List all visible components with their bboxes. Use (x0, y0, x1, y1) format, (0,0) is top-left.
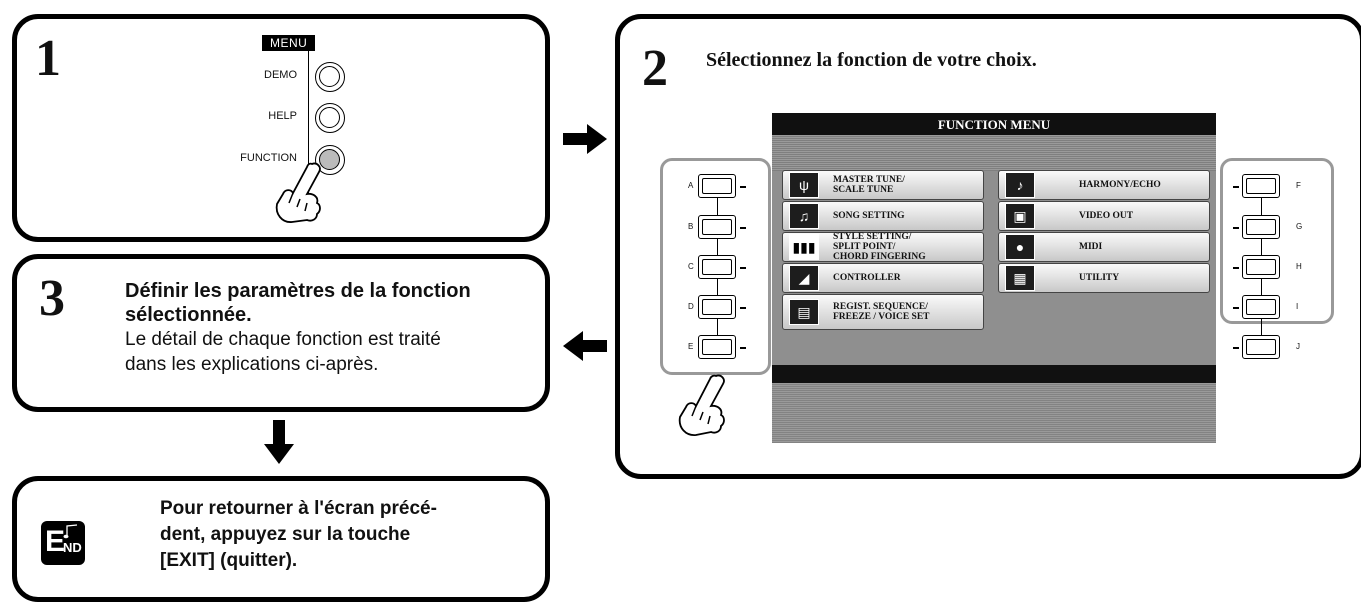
side-dash (740, 347, 746, 349)
end-text-line3: [EXIT] (quitter). (160, 550, 298, 571)
menu-item-label: MIDI (1079, 242, 1103, 252)
help-button[interactable] (315, 103, 345, 133)
monitor-icon: ▣ (1005, 203, 1035, 229)
document-icon: ▤ (789, 299, 819, 325)
side-button-f[interactable] (1242, 174, 1280, 198)
menu-item-label: MASTER TUNE/ SCALE TUNE (833, 175, 905, 195)
music-note-icon: ♪ (1005, 172, 1035, 198)
pointing-hand-icon (678, 374, 725, 436)
side-button-g[interactable] (1242, 215, 1280, 239)
screen-black-bar (772, 365, 1216, 383)
music-note-icon (63, 524, 78, 539)
side-button-e[interactable] (698, 335, 736, 359)
step3-title-line1: Définir les paramètres de la fonction (125, 280, 471, 302)
function-label: FUNCTION (240, 152, 297, 164)
side-button-h[interactable] (1242, 255, 1280, 279)
side-button-j[interactable] (1242, 335, 1280, 359)
left-button-group (660, 158, 771, 375)
pointing-hand-icon (275, 162, 321, 223)
side-letter-i: I (1296, 302, 1299, 311)
menu-item-song-setting[interactable]: ♫ SONG SETTING (782, 201, 984, 231)
right-button-group (1220, 158, 1334, 324)
side-letter-a: A (688, 181, 694, 190)
menu-item-video-out[interactable]: ▣ VIDEO OUT (998, 201, 1210, 231)
menu-label: MENU (262, 35, 316, 51)
end-panel: E ND Pour retourner à l'écran précé- den… (12, 476, 550, 602)
tuning-fork-icon: ψ (789, 172, 819, 198)
end-badge-small: ND (63, 540, 82, 555)
menu-item-regist-sequence[interactable]: ▤ REGIST. SEQUENCE/ FREEZE / VOICE SET (782, 294, 984, 330)
demo-button[interactable] (315, 62, 345, 92)
side-dash (740, 267, 746, 269)
function-button[interactable] (315, 145, 345, 175)
demo-label: DEMO (264, 69, 297, 81)
arrow-right-icon (563, 124, 607, 154)
side-letter-g: G (1296, 222, 1303, 231)
side-button-b[interactable] (698, 215, 736, 239)
side-letter-f: F (1296, 181, 1301, 190)
step3-number: 3 (39, 270, 65, 327)
menu-item-harmony-echo[interactable]: ♪ HARMONY/ECHO (998, 170, 1210, 200)
step2-number: 2 (642, 40, 668, 97)
help-label: HELP (268, 110, 297, 122)
keyboard-icon: ▮▮▮ (789, 234, 819, 260)
side-letter-h: H (1296, 262, 1302, 271)
menu-item-style-setting[interactable]: ▮▮▮ STYLE SETTING/ SPLIT POINT/ CHORD FI… (782, 232, 984, 262)
side-dash (740, 307, 746, 309)
side-letter-e: E (688, 342, 694, 351)
menu-item-controller[interactable]: ◢ CONTROLLER (782, 263, 984, 293)
menu-item-label: REGIST. SEQUENCE/ FREEZE / VOICE SET (833, 302, 930, 322)
side-button-a[interactable] (698, 174, 736, 198)
menu-item-label: UTILITY (1079, 273, 1120, 283)
side-dash (1233, 307, 1239, 309)
menu-item-utility[interactable]: ▦ UTILITY (998, 263, 1210, 293)
menu-item-midi[interactable]: ● MIDI (998, 232, 1210, 262)
end-text-line1: Pour retourner à l'écran précé- (160, 498, 437, 519)
menu-bracket-line (308, 50, 309, 200)
screen-title: FUNCTION MENU (772, 113, 1216, 135)
end-badge-letter: E (45, 525, 66, 558)
menu-item-label: CONTROLLER (833, 273, 901, 283)
step3-body-line1: Le détail de chaque fonction est traité (125, 329, 441, 350)
end-text-line2: dent, appuyez sur la touche (160, 524, 411, 545)
arrow-left-icon (563, 331, 607, 361)
utility-icon: ▦ (1005, 265, 1035, 291)
screen-header-stripes (772, 135, 1216, 171)
step3-panel: 3 Définir les paramètres de la fonction … (12, 254, 550, 412)
side-dash (1233, 347, 1239, 349)
side-button-c[interactable] (698, 255, 736, 279)
side-letter-d: D (688, 302, 694, 311)
menu-item-label: VIDEO OUT (1079, 211, 1134, 221)
menu-item-label: SONG SETTING (833, 211, 905, 221)
side-dash (740, 186, 746, 188)
step1-number: 1 (35, 30, 61, 87)
step3-title-line2: sélectionnée. (125, 304, 252, 326)
side-letter-b: B (688, 222, 694, 231)
screen-footer-stripes (772, 383, 1216, 443)
end-badge: E ND (41, 521, 85, 565)
menu-item-label: STYLE SETTING/ SPLIT POINT/ CHORD FINGER… (833, 232, 926, 262)
side-letter-j: J (1296, 342, 1300, 351)
menu-item-label: HARMONY/ECHO (1079, 180, 1161, 190)
step3-body-line2: dans les explications ci-après. (125, 354, 379, 375)
menu-item-master-tune[interactable]: ψ MASTER TUNE/ SCALE TUNE (782, 170, 984, 200)
midi-icon: ● (1005, 234, 1035, 260)
side-button-d[interactable] (698, 295, 736, 319)
side-dash (1233, 227, 1239, 229)
side-dash (1233, 267, 1239, 269)
side-dash (740, 227, 746, 229)
side-dash (1233, 186, 1239, 188)
score-icon: ♫ (789, 203, 819, 229)
step1-panel: 1 MENU DEMO HELP FUNCTION (12, 14, 550, 242)
side-letter-c: C (688, 262, 694, 271)
function-menu-screen: FUNCTION MENU ψ MASTER TUNE/ SCALE TUNE … (772, 113, 1216, 443)
arrow-down-icon (264, 420, 294, 464)
step2-title: Sélectionnez la fonction de votre choix. (706, 49, 1037, 71)
side-button-i[interactable] (1242, 295, 1280, 319)
pedal-icon: ◢ (789, 265, 819, 291)
